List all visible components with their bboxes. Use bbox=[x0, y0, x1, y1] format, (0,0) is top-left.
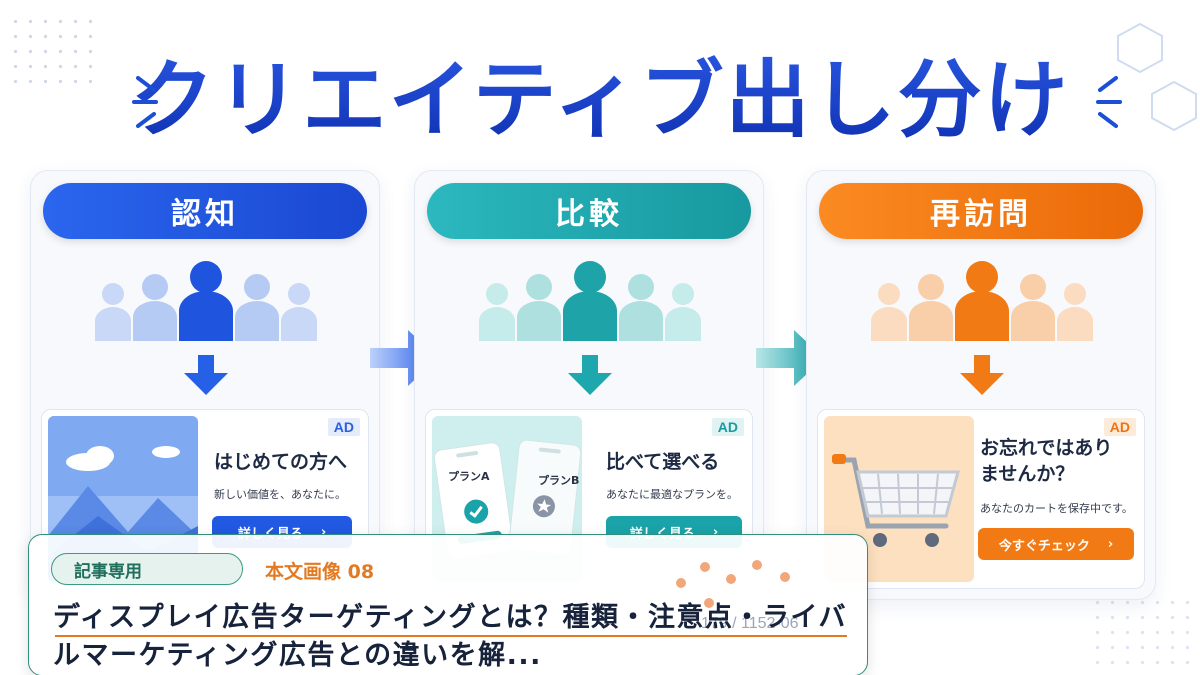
image-label: 本文画像 08 bbox=[265, 561, 375, 583]
panel-revisit: 再訪問 AD お忘れではありませんか？ あなたのカートを保存中です。 今すぐチェ… bbox=[806, 170, 1156, 600]
panel-heading: 再訪問 bbox=[819, 183, 1143, 239]
ad-badge: AD bbox=[327, 418, 360, 436]
title-container: クリエイティブ出し分け bbox=[0, 38, 1200, 149]
chevron-right-icon: › bbox=[1107, 536, 1114, 552]
panel-heading: 認知 bbox=[43, 183, 367, 239]
decorative-dots-icon bbox=[676, 560, 790, 608]
ad-subtext: 新しい価値を、あなたに。 bbox=[214, 488, 346, 501]
arrow-down-icon bbox=[568, 355, 612, 395]
arrow-down-icon bbox=[960, 355, 1004, 395]
panel-heading: 比較 bbox=[427, 183, 751, 239]
ad-subtext: あなたに最適なプランを。 bbox=[606, 488, 738, 501]
plan-cards-illustration bbox=[433, 439, 582, 560]
plan-b-label: プランB bbox=[538, 474, 580, 487]
background-dot-pattern bbox=[8, 14, 98, 84]
chevron-right-icon: › bbox=[712, 524, 719, 540]
audience-people-icon bbox=[479, 261, 701, 341]
main-title: クリエイティブ出し分け bbox=[130, 33, 1069, 154]
panel-awareness: 認知 AD はじめての方へ 新しい価値を、あなたに。 詳しく見る › bbox=[30, 170, 380, 600]
sparkle-right-icon bbox=[1096, 76, 1122, 128]
audience-people-icon bbox=[95, 261, 317, 341]
check-now-button[interactable]: 今すぐチェック › bbox=[978, 528, 1134, 560]
ad-card[interactable]: AD お忘れではありませんか？ あなたのカートを保存中です。 今すぐチェック › bbox=[817, 409, 1145, 589]
title-underline bbox=[55, 635, 847, 637]
article-caption-card[interactable]: 記事専用 本文画像 08 179 / 1152-06 ディスプレイ広告ターゲティ… bbox=[28, 534, 868, 675]
sparkle-left-icon bbox=[132, 76, 158, 128]
chevron-right-icon: › bbox=[320, 524, 327, 540]
ad-headline: 比べて選べる bbox=[606, 451, 720, 473]
audience-people-icon bbox=[871, 261, 1093, 341]
background-dot-pattern bbox=[1090, 595, 1200, 675]
category-tag[interactable]: 記事専用 bbox=[51, 553, 243, 585]
ad-badge: AD bbox=[1103, 418, 1136, 436]
ad-headline: はじめての方へ bbox=[214, 451, 348, 473]
arrow-down-icon bbox=[184, 355, 228, 395]
hexagon-decoration bbox=[1117, 22, 1197, 132]
ad-badge: AD bbox=[711, 418, 744, 436]
button-label: 今すぐチェック bbox=[998, 538, 1090, 554]
ad-headline: お忘れではありませんか？ bbox=[980, 437, 1113, 485]
image-meta-text: 179 / 1152-06 bbox=[701, 615, 799, 632]
ad-subtext: あなたのカートを保存中です。 bbox=[980, 502, 1133, 515]
plan-a-label: プランA bbox=[448, 470, 490, 483]
article-title[interactable]: ディスプレイ広告ターゲティングとは？種類・注意点・ライバルマーケティング広告との… bbox=[53, 602, 847, 672]
